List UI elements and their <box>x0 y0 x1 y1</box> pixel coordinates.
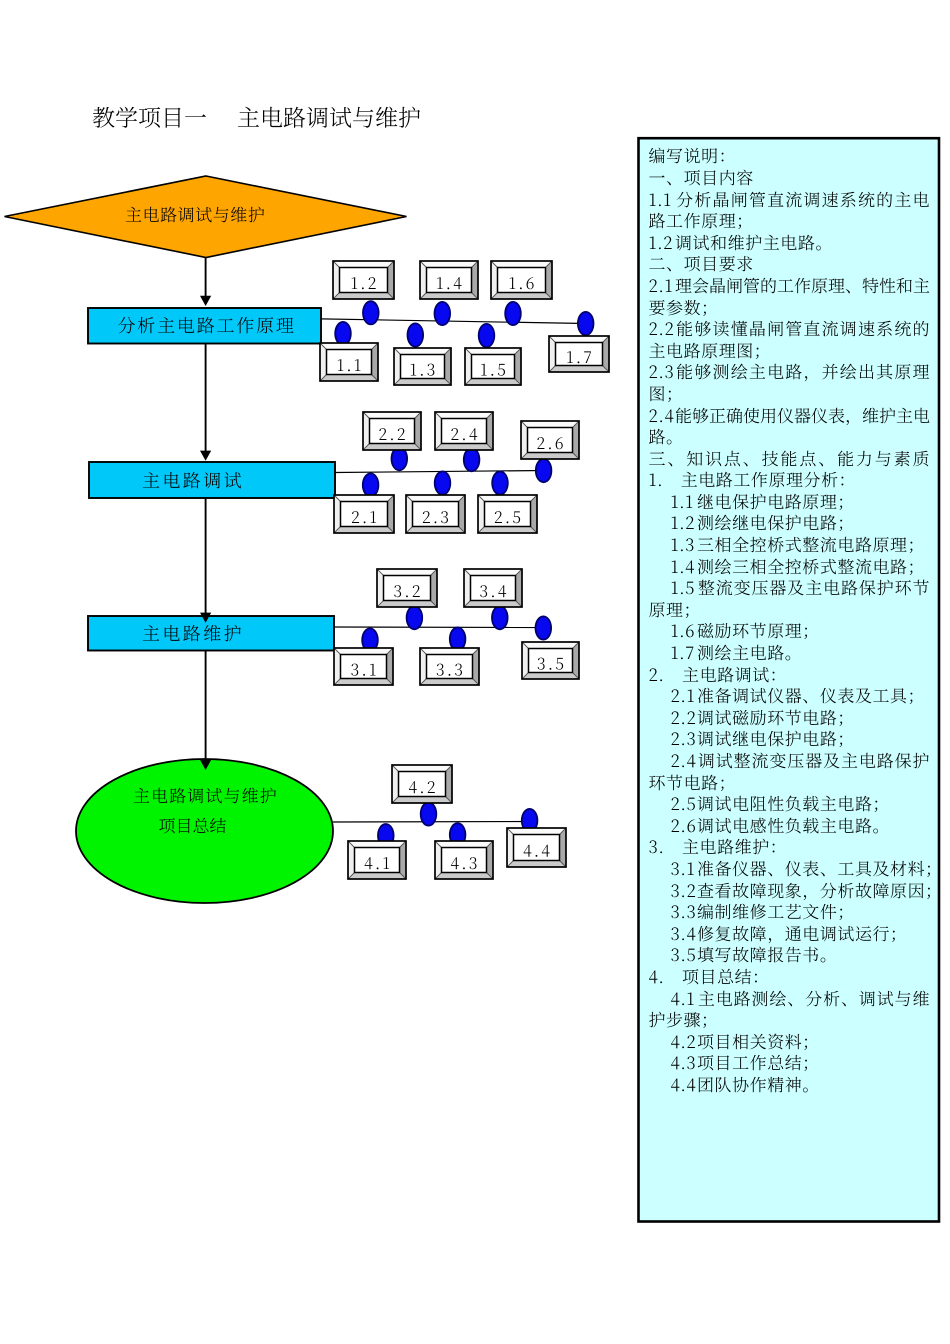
svg-text:1.4: 1.4 <box>436 271 464 294</box>
svg-text:3.1: 3.1 <box>351 658 379 681</box>
svg-text:3.2: 3.2 <box>393 579 422 602</box>
svg-text:2.2: 2.2 <box>378 422 407 445</box>
svg-text:1.3: 1.3 <box>410 358 438 381</box>
svg-text:3.5: 3.5 <box>537 652 566 675</box>
svg-text:1.7: 1.7 <box>566 345 594 368</box>
svg-text:4.3: 4.3 <box>450 851 479 874</box>
svg-text:1.5: 1.5 <box>480 358 508 381</box>
svg-text:2.5: 2.5 <box>494 505 523 528</box>
svg-text:2.3: 2.3 <box>422 505 451 528</box>
svg-text:1.1: 1.1 <box>337 353 364 376</box>
svg-text:1.6: 1.6 <box>509 271 537 294</box>
svg-text:1.2: 1.2 <box>351 271 379 294</box>
svg-text:3.3: 3.3 <box>436 658 465 681</box>
svg-text:2.4: 2.4 <box>450 422 479 445</box>
svg-text:2.6: 2.6 <box>536 431 565 454</box>
svg-text:4.2: 4.2 <box>408 775 437 798</box>
svg-text:4.1: 4.1 <box>364 851 392 874</box>
svg-text:2.1: 2.1 <box>351 505 379 528</box>
svg-text:4.4: 4.4 <box>523 839 552 862</box>
svg-text:3.4: 3.4 <box>479 579 508 602</box>
